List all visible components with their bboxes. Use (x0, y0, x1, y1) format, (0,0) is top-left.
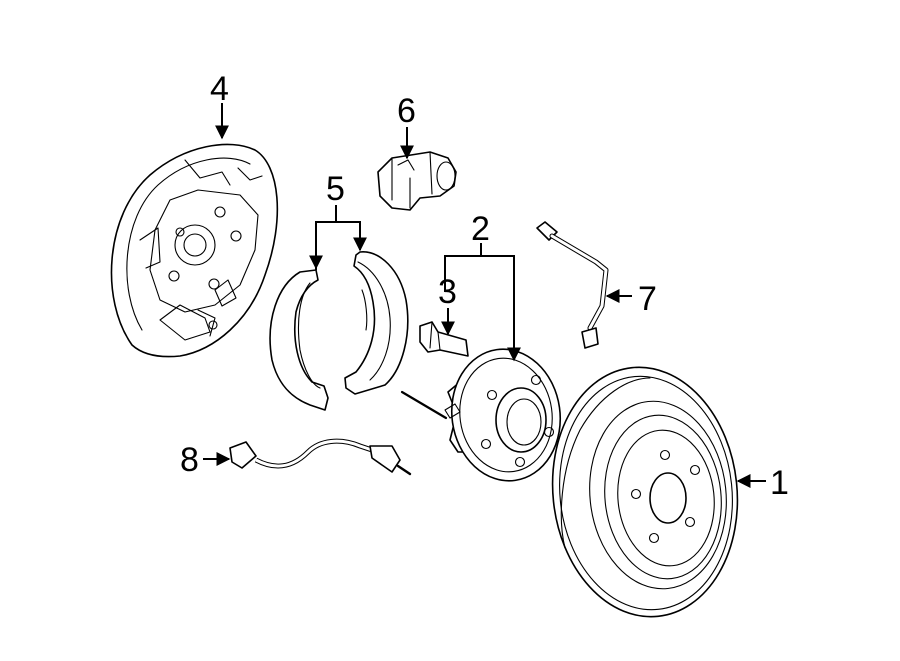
callout-3: 3 (438, 273, 457, 311)
callout-8: 8 (180, 441, 199, 479)
hub-bolt[interactable] (419, 321, 469, 357)
abs-sensor[interactable] (229, 438, 412, 476)
brake-shoe-right[interactable] (344, 251, 409, 395)
brake-drum[interactable] (540, 358, 749, 626)
callout-2: 2 (471, 210, 490, 248)
wheel-cylinder[interactable] (377, 151, 457, 211)
hub-bearing-assembly[interactable] (400, 342, 569, 488)
backing-plate[interactable] (110, 143, 279, 358)
leader-2 (444, 255, 515, 356)
brake-shoe-left[interactable] (269, 269, 329, 411)
callout-4: 4 (210, 70, 229, 108)
leader-5 (315, 221, 361, 270)
callout-1: 1 (770, 464, 789, 502)
callout-5: 5 (326, 170, 345, 208)
brake-hose[interactable] (536, 221, 609, 349)
callout-6: 6 (397, 92, 416, 130)
callout-7: 7 (638, 280, 657, 318)
